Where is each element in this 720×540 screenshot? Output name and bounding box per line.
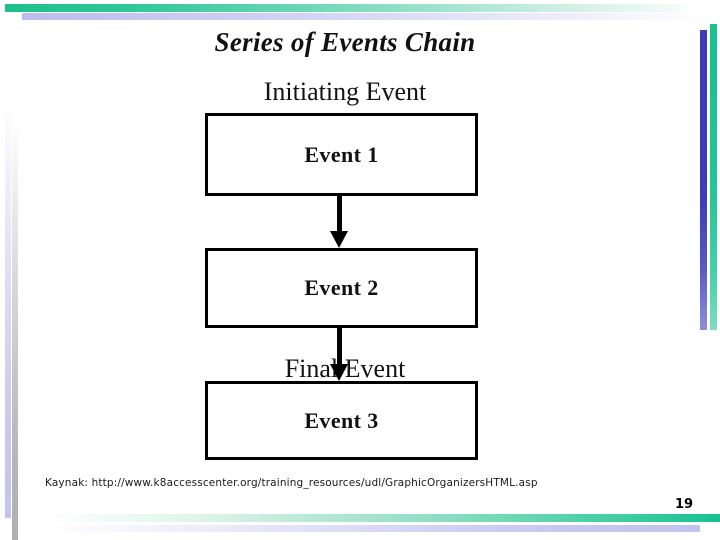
left-purple-accent-bar xyxy=(5,100,11,518)
arrow-down-icon-1 xyxy=(330,196,349,249)
left-gray-accent-bar xyxy=(12,120,18,540)
right-blue-accent-bar xyxy=(700,30,707,330)
page-title: Series of Events Chain xyxy=(214,27,476,57)
page-number: 19 xyxy=(674,497,694,512)
event-box-1: Event 1 xyxy=(205,113,478,196)
top-purple-accent-bar xyxy=(22,13,704,20)
initiating-event-label: Initiating Event xyxy=(263,77,427,106)
arrow-down-icon-2 xyxy=(330,328,349,382)
event-box-3-label: Event 3 xyxy=(304,407,379,433)
bottom-green-accent-bar xyxy=(48,514,720,522)
arrow-head xyxy=(330,231,348,248)
source-citation: Kaynak: http://www.k8accesscenter.org/tr… xyxy=(45,477,538,489)
top-green-accent-bar xyxy=(5,4,695,12)
arrow-shaft xyxy=(337,328,342,367)
arrow-shaft xyxy=(337,196,342,234)
bottom-purple-accent-bar xyxy=(48,525,700,532)
event-box-2: Event 2 xyxy=(205,248,478,328)
arrow-head xyxy=(330,364,348,381)
event-box-3: Event 3 xyxy=(205,381,478,460)
event-box-2-label: Event 2 xyxy=(304,275,379,300)
right-teal-accent-bar xyxy=(710,24,717,330)
event-box-1-label: Event 1 xyxy=(304,141,379,167)
